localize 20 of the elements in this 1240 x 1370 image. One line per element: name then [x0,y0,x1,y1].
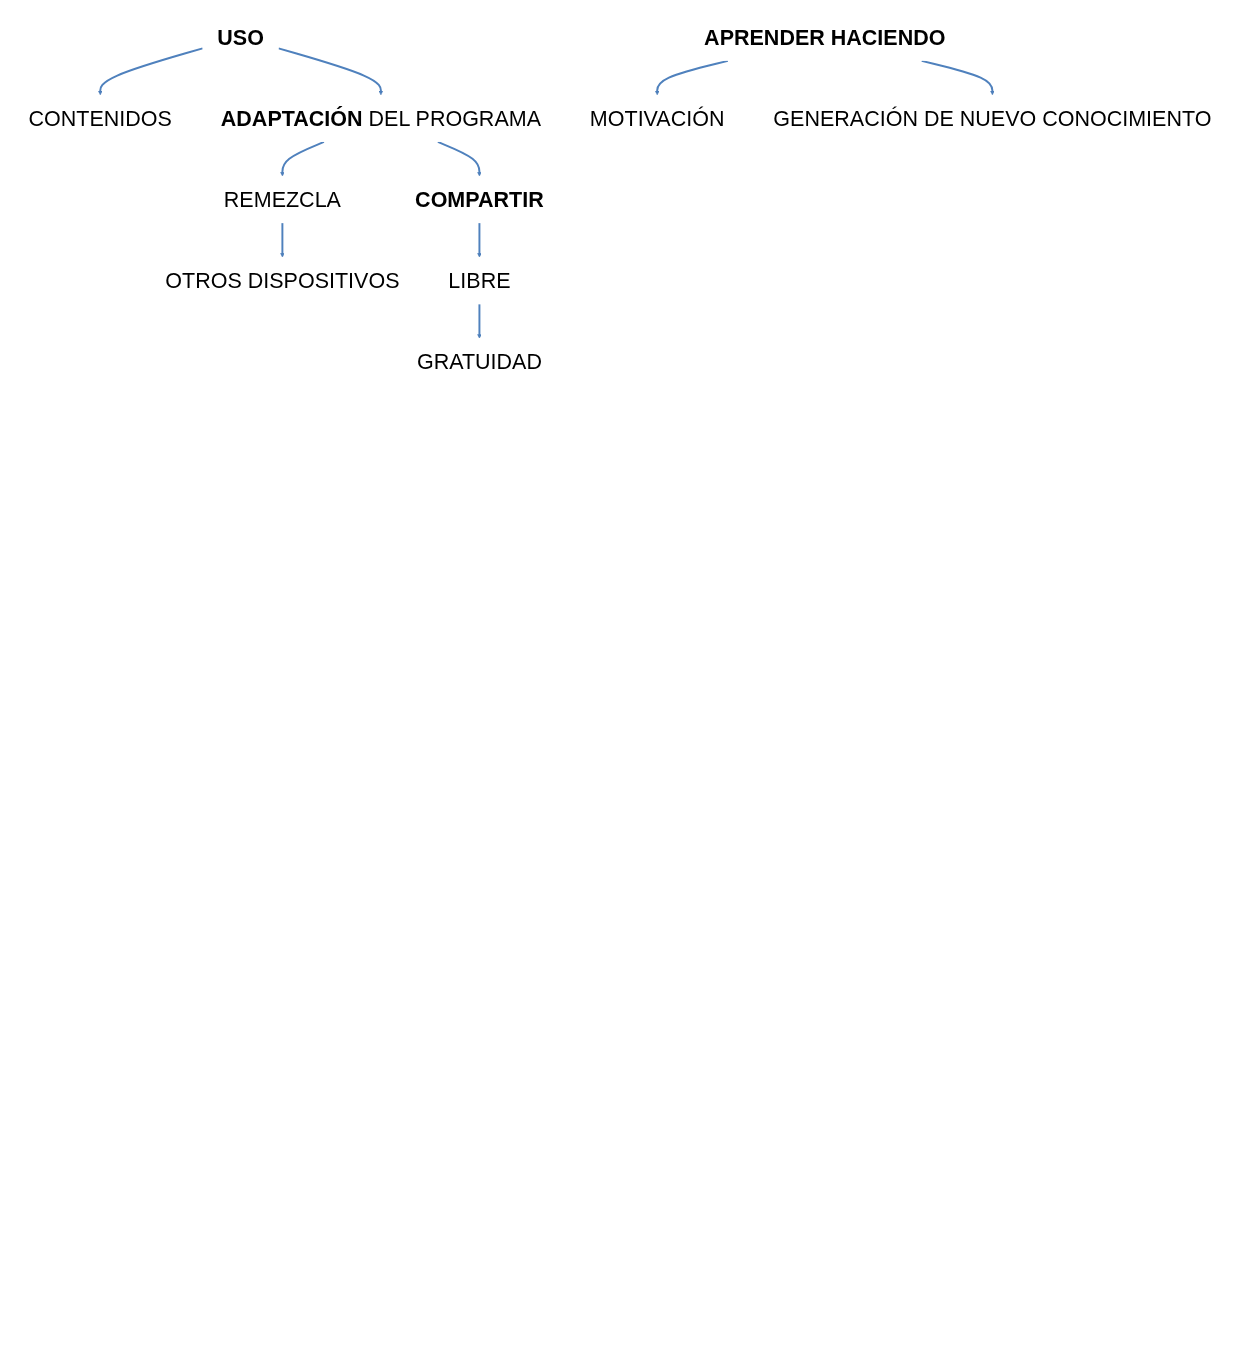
node-text: MOTIVACIÓN [589,106,725,131]
node-text: OTROS DISPOSITIVOS [165,268,400,293]
node-text: ADAPTACIÓN DEL PROGRAMA [220,106,541,131]
arrow [477,222,482,258]
arrow [920,59,995,96]
arrow [477,303,482,339]
arrow [277,47,384,96]
arrow [280,222,285,258]
node-text: GENERACIÓN DE NUEVO CONOCIMIENTO [773,106,1212,131]
node-text: LIBRE [448,268,511,293]
arrow [280,140,325,177]
arrow [436,140,482,177]
node-text: GRATUIDAD [416,349,542,374]
node-text: USO [217,25,264,50]
arrow [655,59,729,96]
node-text: REMEZCLA [223,187,341,212]
node-text: CONTENIDOS [28,106,172,131]
arrow [98,47,204,96]
node-text: COMPARTIR [415,187,544,212]
node-text: APRENDER HACIENDO [704,25,946,50]
